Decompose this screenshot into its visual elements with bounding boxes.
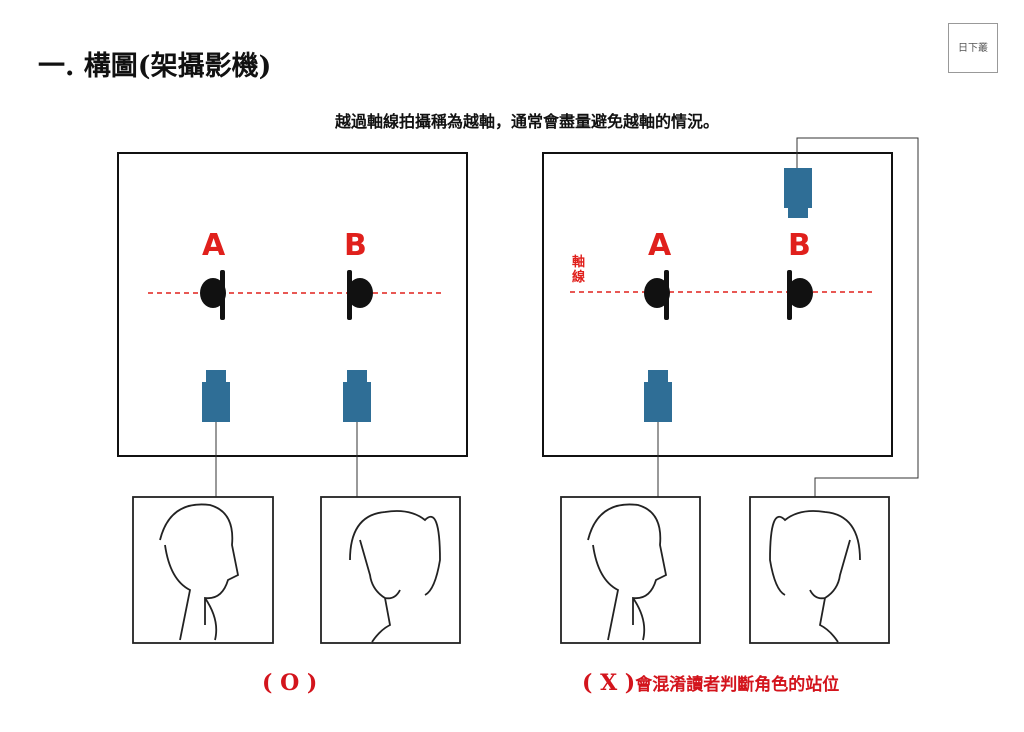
wrong-caption: ( X )會混淆讀者判斷角色的站位 — [582, 670, 839, 696]
head-b-icon — [787, 270, 813, 320]
logo: 日下叢 — [948, 23, 998, 73]
camera-icon — [644, 370, 672, 422]
camera-icon — [343, 370, 371, 422]
wrong-mark: ( X ) — [582, 670, 636, 696]
portrait-woman — [749, 496, 890, 644]
subtitle: 越過軸線拍攝稱為越軸，通常會盡量避免越軸的情況。 — [334, 112, 719, 131]
label-b: B — [344, 228, 367, 263]
page-title: 一. 構圖(架攝影機) — [38, 51, 272, 82]
right-scene-frame — [542, 152, 893, 457]
wrong-caption-text: 會混淆讀者判斷角色的站位 — [635, 675, 840, 695]
portrait-woman — [320, 496, 461, 644]
head-b-icon — [347, 270, 373, 320]
left-scene-frame — [117, 152, 468, 457]
axis-label: 軸線 — [572, 255, 586, 285]
head-a-icon — [644, 270, 670, 320]
portrait-man — [560, 496, 701, 644]
portrait-man — [132, 496, 274, 644]
label-a: A — [202, 228, 226, 263]
camera-icon — [784, 168, 812, 218]
connector-line — [796, 137, 919, 497]
correct-caption: ( O ) — [262, 670, 318, 696]
camera-icon — [202, 370, 230, 422]
head-a-icon — [200, 270, 226, 320]
label-b: B — [788, 228, 811, 263]
label-a: A — [648, 228, 672, 263]
